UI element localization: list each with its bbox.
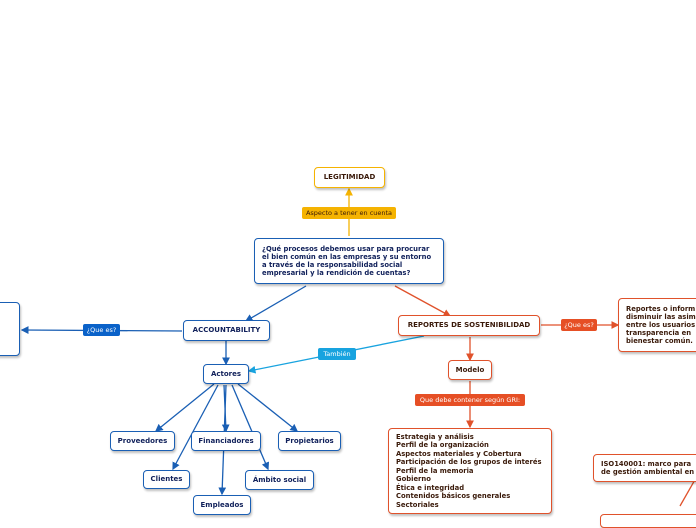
node-actores[interactable]: Actores	[203, 364, 249, 384]
label-que-debe-contener: Que debe contener según GRI:	[415, 394, 525, 406]
edge-actores-ambito	[231, 384, 270, 471]
node-clientes[interactable]: Clientes	[143, 470, 190, 489]
node-legitimidad[interactable]: LEGITIMIDAD	[314, 167, 385, 188]
node-ambito-social[interactable]: Ámbito social	[245, 470, 314, 490]
label-que-es-left: ¿Que es?	[83, 324, 120, 336]
edge-question-reportes	[394, 285, 452, 317]
node-modelo[interactable]: Modelo	[448, 360, 492, 380]
node-iso14001[interactable]: ISO140001: marco para de gestión ambient…	[593, 454, 696, 482]
label-que-es-right: ¿Que es?	[561, 319, 597, 331]
edge-question-accountability	[244, 285, 307, 322]
node-empleados[interactable]: Empleados	[193, 495, 251, 515]
edge-actores-proveedores	[154, 383, 215, 432]
node-central-question[interactable]: ¿Qué procesos debemos usar para procurar…	[254, 238, 444, 284]
node-propietarios[interactable]: Propietarios	[278, 431, 341, 451]
edge-partial-bottom-right	[679, 477, 696, 507]
node-left-partial[interactable]	[0, 302, 20, 356]
node-bottom-right-partial[interactable]	[600, 514, 696, 528]
node-accountability[interactable]: ACCOUNTABILITY	[183, 320, 270, 341]
edge-actores-clientes	[172, 384, 219, 471]
node-gri-contenidos[interactable]: Estrategia y análisis Perfil de la organ…	[388, 428, 552, 514]
node-financiadores[interactable]: Financiadores	[191, 431, 261, 451]
node-proveedores[interactable]: Proveedores	[110, 431, 175, 451]
edge-actores-propietarios	[237, 383, 299, 432]
label-aspecto: Aspecto a tener en cuenta	[302, 207, 396, 219]
node-reportes-definicion[interactable]: Reportes o inform disminuir las asim ent…	[618, 298, 696, 352]
node-reportes-sostenibilidad[interactable]: REPORTES DE SOSTENIBILIDAD	[398, 315, 540, 336]
label-tambien: También	[318, 348, 356, 360]
